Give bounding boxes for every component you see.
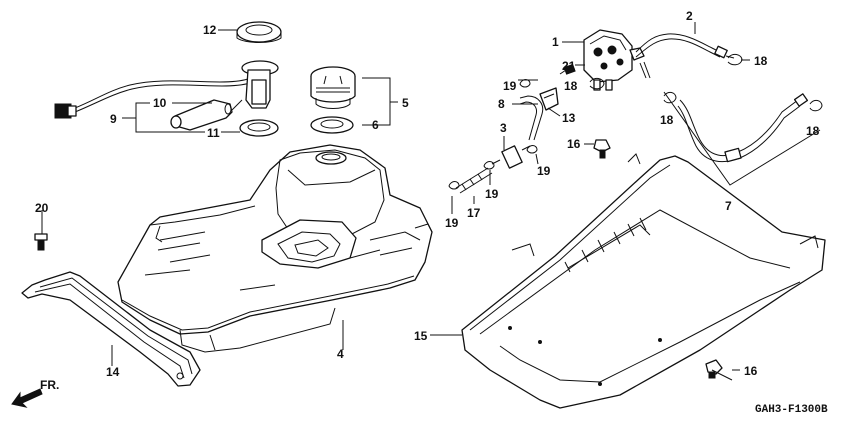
clip-right (809, 99, 823, 112)
leader-lines (41, 22, 750, 381)
tube-17 (455, 167, 493, 194)
callout-7: 7 (725, 199, 732, 213)
callout-6: 6 (372, 118, 379, 132)
fuel-filter (491, 145, 531, 169)
fuel-cap (310, 66, 356, 134)
callout-19d: 19 (445, 216, 459, 230)
callout-18c: 18 (660, 113, 674, 127)
drawing-code: GAH3-F1300B (755, 404, 828, 416)
screw-16a (593, 139, 611, 159)
callout-3: 3 (500, 121, 507, 135)
callout-13: 13 (562, 111, 576, 125)
callout-4: 4 (337, 347, 344, 361)
clamp-13 (539, 87, 559, 111)
callout-16a: 16 (567, 137, 581, 151)
callout-2: 2 (686, 9, 693, 23)
callout-19b: 19 (537, 164, 551, 178)
callout-18a: 18 (754, 54, 768, 68)
callout-19c: 19 (485, 187, 499, 201)
callout-12: 12 (203, 23, 217, 37)
fuel-tube-2 (635, 33, 728, 79)
callout-5: 5 (402, 96, 409, 110)
callout-15: 15 (414, 329, 428, 343)
bolt-21 (559, 63, 576, 75)
callout-18b: 18 (564, 79, 578, 93)
set-ring (236, 21, 282, 43)
clip-mid (589, 77, 605, 90)
front-label: FR. (40, 378, 59, 392)
clip-top-right (725, 53, 743, 66)
tube-8 (519, 95, 544, 141)
clip-19d (448, 181, 460, 190)
bracket-7 (663, 91, 821, 186)
clip-left (663, 91, 677, 104)
callout-17: 17 (467, 206, 481, 220)
clip-19c (483, 161, 495, 170)
fuel-tank (117, 144, 433, 353)
clip-19b (526, 145, 538, 154)
callout-11: 11 (207, 126, 220, 140)
clip-19a (519, 79, 531, 88)
callout-9: 9 (110, 112, 117, 126)
callout-16b: 16 (744, 364, 758, 378)
bolt (34, 233, 48, 251)
fuel-pump-assembly (54, 60, 279, 137)
callout-1: 1 (552, 35, 559, 49)
callout-14: 14 (106, 365, 120, 379)
callout-18d: 18 (806, 124, 820, 138)
callout-21: 21 (562, 59, 576, 73)
screw-16b (705, 359, 723, 379)
front-arrow-icon (11, 388, 43, 408)
callout-8: 8 (498, 97, 505, 111)
fuel-valve (583, 29, 645, 91)
callout-20: 20 (35, 201, 49, 215)
tank-strap (21, 271, 201, 387)
under-cover (461, 153, 826, 409)
callout-19a: 19 (503, 79, 517, 93)
fuel-tube-7 (677, 93, 809, 163)
callout-10: 10 (153, 96, 167, 110)
